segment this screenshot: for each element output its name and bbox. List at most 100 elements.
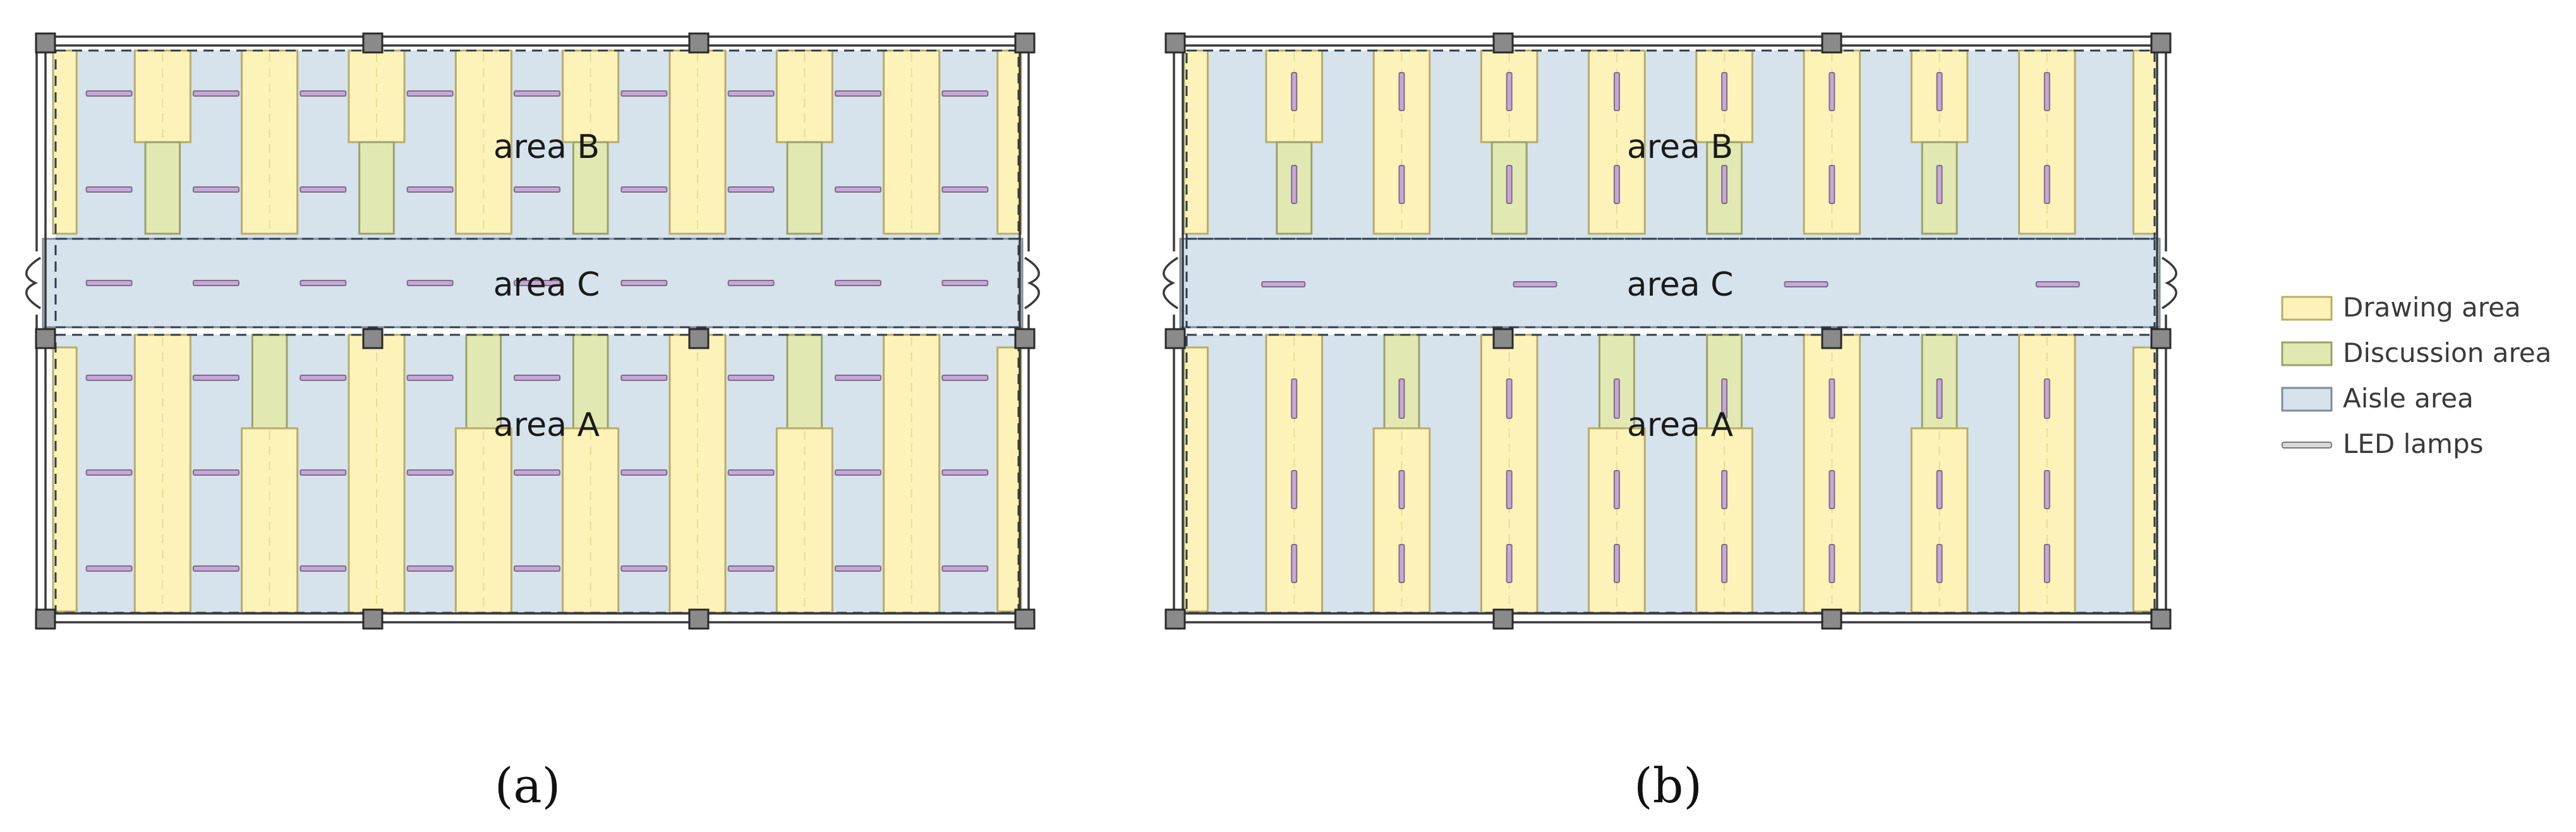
led-lamp [941, 375, 989, 381]
aisle-area-a [1187, 335, 2155, 613]
led-lamp [620, 469, 668, 476]
legend-swatch-discussion-area [2281, 341, 2333, 366]
door-icon [1163, 256, 1178, 310]
led-lamp [1721, 72, 1728, 111]
structural-column [688, 32, 710, 54]
led-lamp [1291, 470, 1298, 509]
drawing-desk [562, 427, 620, 614]
drawing-desk [241, 49, 299, 235]
discussion-table [786, 141, 823, 235]
led-lamp [727, 186, 775, 193]
led-lamp [1506, 378, 1513, 419]
legend-label-led-lamps: LED lamps [2343, 428, 2484, 459]
legend: Drawing area Discussion area Aisle area … [2281, 292, 2551, 459]
led-lamp [1513, 281, 1557, 287]
wall-desk-strip [1183, 346, 1209, 613]
drawing-desk [562, 49, 620, 143]
discussion-table [572, 141, 609, 235]
area-c-label: area C [1627, 266, 1734, 304]
drawing-desk [241, 427, 299, 614]
led-lamp [1613, 544, 1620, 583]
led-lamp [727, 375, 775, 381]
area-a-boundary [54, 334, 1020, 614]
led-lamp [1936, 470, 1943, 509]
area-c-label: area C [493, 266, 600, 304]
area-c-boundary [54, 238, 1020, 329]
structural-column [362, 32, 384, 54]
structural-column [1014, 328, 1036, 349]
area-b-label: area B [1627, 128, 1733, 166]
led-lamp [1398, 165, 1405, 204]
led-lamp-group [1261, 72, 2080, 583]
led-lamp [941, 280, 989, 286]
led-lamp [1829, 544, 1835, 583]
zone-boundary-lines [54, 49, 1020, 614]
led-lamp [406, 280, 454, 286]
discussion-table [358, 141, 395, 235]
led-lamp [941, 90, 989, 97]
led-lamp [1291, 165, 1298, 204]
led-lamp [85, 186, 133, 193]
led-lamp [1936, 72, 1943, 111]
led-lamp [193, 375, 239, 381]
led-lamp [620, 186, 668, 193]
led-lamp [406, 469, 454, 476]
led-lamp [727, 280, 775, 286]
led-lamp [1506, 544, 1513, 583]
led-lamp [1936, 378, 1943, 419]
led-lamp-group [85, 90, 989, 572]
area-b-label: area B [493, 128, 600, 166]
led-lamp [1291, 544, 1298, 583]
led-lamp [1291, 72, 1298, 111]
led-lamp [2043, 470, 2050, 509]
led-lamp [299, 280, 347, 286]
led-lamp [1613, 470, 1620, 509]
door-icon [25, 256, 41, 310]
door-icon-group [1163, 251, 2177, 315]
aisle-area-c [1179, 238, 2161, 329]
led-lamp [835, 280, 881, 286]
led-lamp [1721, 378, 1728, 419]
led-lamp [1398, 378, 1405, 419]
wall-desk-strip [996, 49, 1022, 235]
aisle-area-b [56, 51, 1019, 239]
led-lamp [2035, 281, 2080, 287]
led-lamp [85, 375, 133, 381]
structural-column [35, 608, 56, 630]
drawing-desk [775, 427, 833, 614]
led-lamp [193, 469, 239, 476]
led-lamp [1613, 378, 1620, 419]
legend-swatch-drawing-area [2281, 296, 2333, 321]
led-lamp [1721, 470, 1728, 509]
led-lamp [299, 375, 347, 381]
led-lamp [1829, 470, 1835, 509]
led-lamp [1829, 378, 1835, 419]
led-lamp [299, 90, 347, 97]
structural-column [362, 328, 384, 349]
panel-caption-b: (b) [1634, 757, 1702, 814]
door-icon-group [25, 251, 1040, 315]
area-a-label: area A [493, 406, 600, 444]
panel-caption-a: (a) [495, 757, 561, 814]
led-lamp [835, 469, 881, 476]
led-lamp [299, 469, 347, 476]
led-lamp [620, 565, 668, 572]
led-lamp [835, 186, 881, 193]
structural-column [35, 32, 56, 54]
structural-column [1164, 328, 1186, 349]
led-lamp [514, 565, 560, 572]
led-lamp [1506, 470, 1513, 509]
led-lamp [727, 90, 775, 97]
wall-desk-strip [1183, 49, 1209, 235]
led-lamp [1291, 378, 1298, 419]
led-lamp [1721, 544, 1728, 583]
panel-a-floor-plan: area B area C area A (a) [25, 32, 1040, 814]
led-lamp [620, 375, 668, 381]
led-lamp [406, 186, 454, 193]
led-lamp [1829, 72, 1835, 111]
wall-desk-strip [52, 346, 78, 613]
led-lamp [1506, 72, 1513, 111]
led-lamp [2043, 544, 2050, 583]
legend-label-discussion-area: Discussion area [2343, 337, 2551, 368]
structural-column [1164, 32, 1186, 54]
